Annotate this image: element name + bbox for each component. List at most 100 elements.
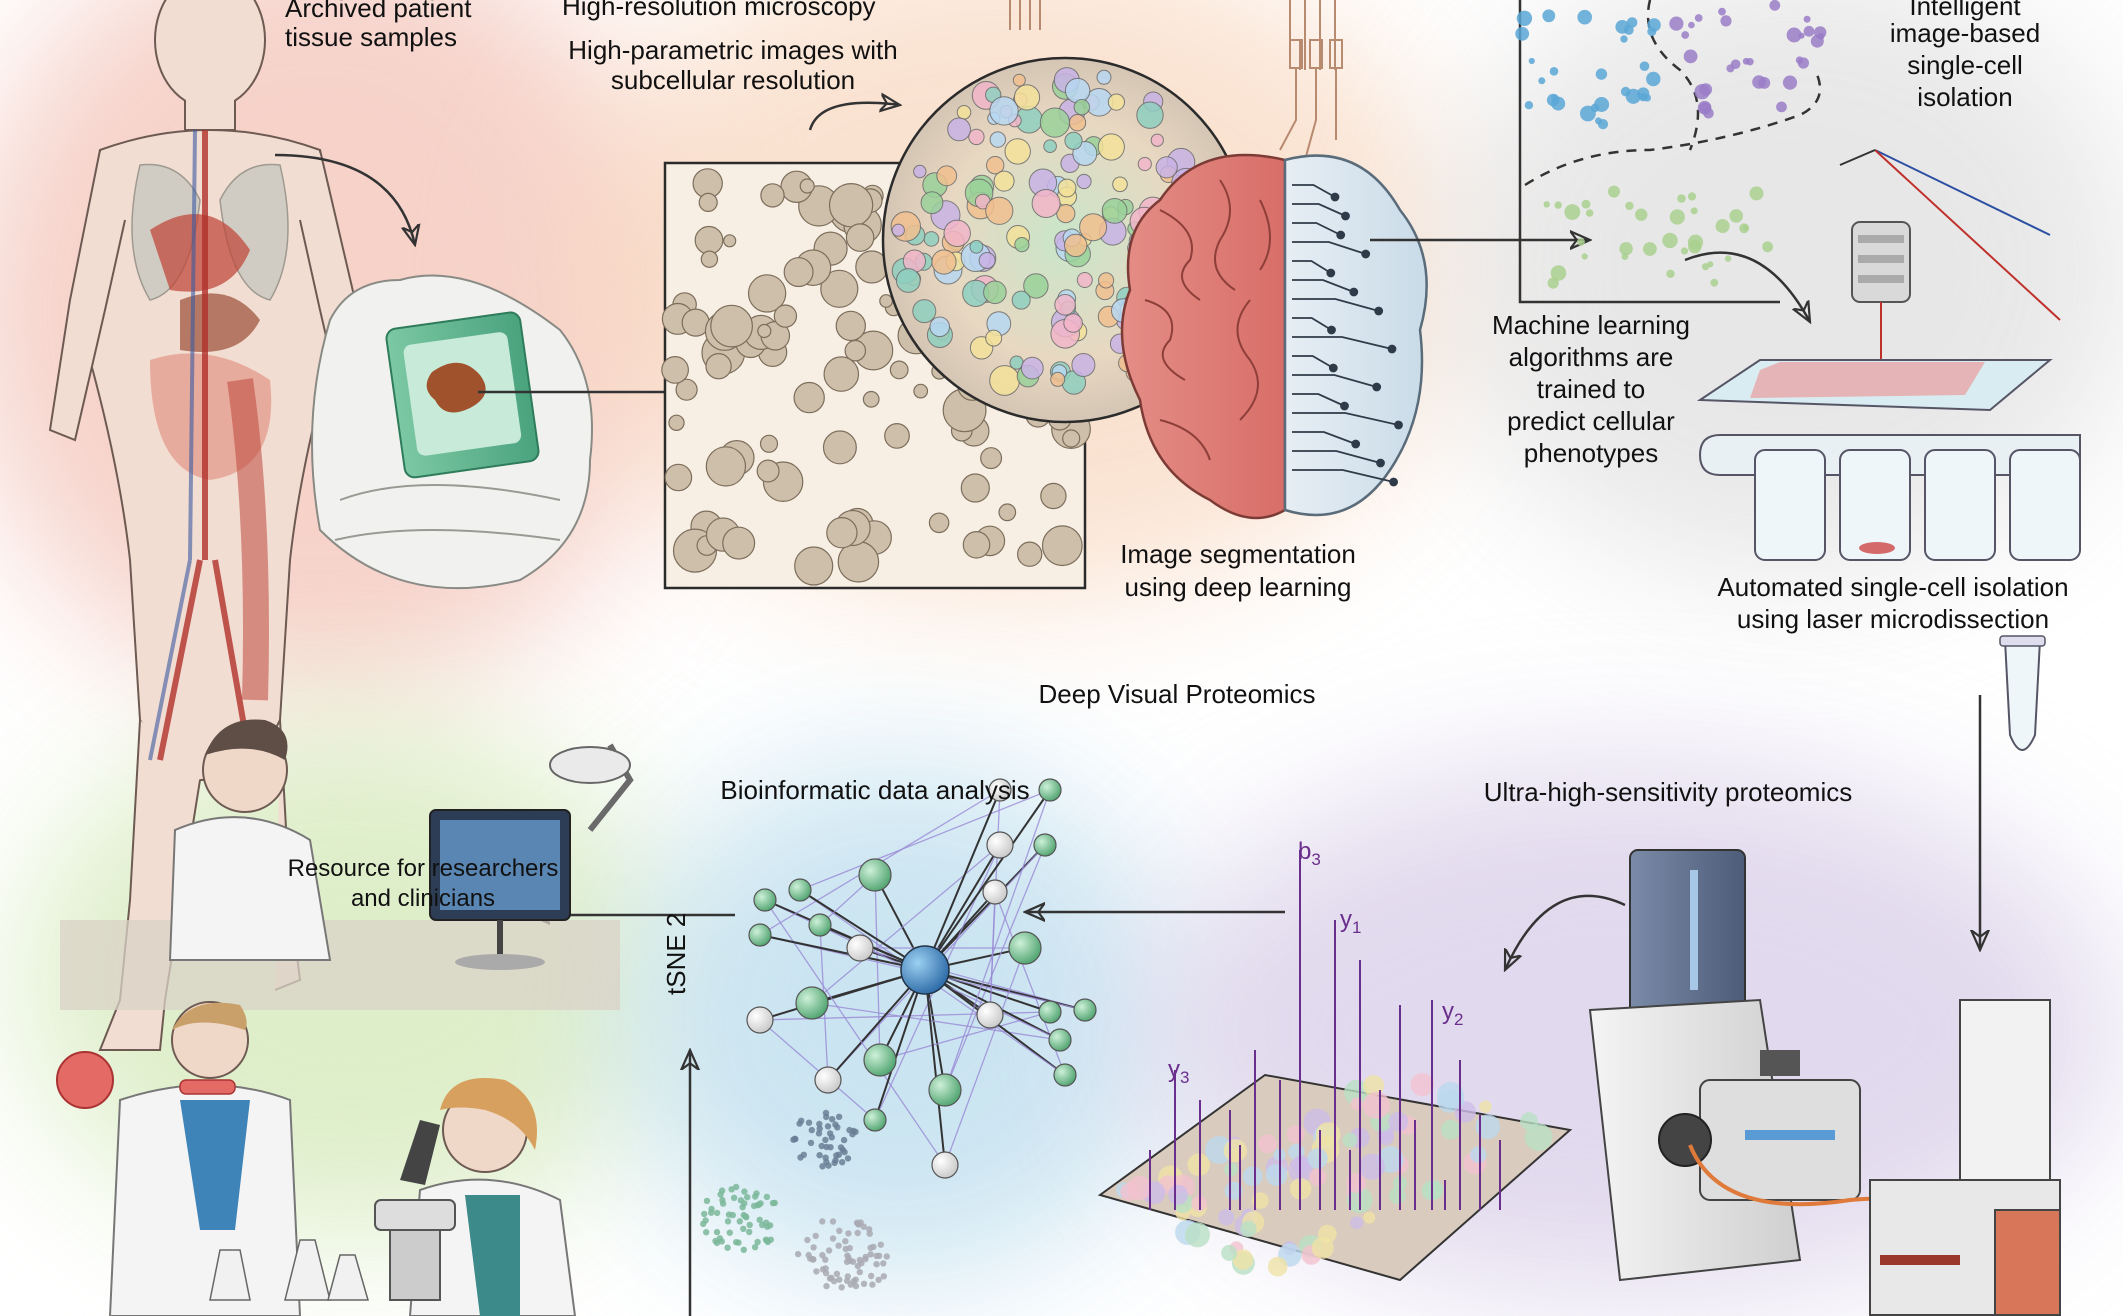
tsne-point-green — [742, 1213, 749, 1220]
label-tsne-axis: tSNE 2 — [661, 912, 691, 995]
tsne-point-gray — [819, 1218, 826, 1225]
scatter-point-green — [1677, 194, 1686, 203]
tissue-cluster — [828, 182, 874, 228]
tissue-cluster — [1062, 429, 1081, 448]
tsne-point-gray — [835, 1242, 842, 1249]
tissue-cluster — [668, 414, 685, 431]
tsne-point-gray — [812, 1232, 819, 1240]
tissue-tile — [1358, 1153, 1385, 1180]
segmented-cell — [1137, 156, 1152, 172]
tsne-point-green — [713, 1209, 721, 1217]
tsne-point-gray — [873, 1261, 880, 1268]
tsne-point-gray — [867, 1244, 874, 1252]
tsne-point-green — [701, 1210, 708, 1218]
tissue-tile — [1388, 1111, 1409, 1132]
segmented-cell — [1064, 77, 1091, 104]
scatter-point-purple — [1681, 31, 1690, 39]
segmented-cell — [1076, 173, 1092, 190]
tsne-point-slate — [835, 1151, 843, 1158]
ion-label-y3: y3 — [1168, 1056, 1190, 1087]
scatter-point-purple — [1782, 75, 1798, 90]
tissue-cluster — [705, 446, 747, 487]
arrow-ml-to-isolation — [1684, 251, 1810, 322]
tissue-tile — [1252, 1192, 1269, 1209]
segmented-cell — [1063, 313, 1083, 333]
tissue-tile — [1479, 1100, 1492, 1113]
sample-tube — [1999, 635, 2046, 751]
tissue-tile — [1410, 1073, 1434, 1097]
tsne-point-slate — [849, 1131, 856, 1138]
tsne-point-slate — [816, 1152, 823, 1159]
scatter-point-purple — [1810, 34, 1824, 48]
tsne-point-green — [726, 1229, 733, 1236]
network-node — [863, 1108, 887, 1132]
segmented-cell — [1050, 371, 1066, 387]
segmented-cell — [1064, 233, 1088, 258]
tsne-point-green — [741, 1200, 748, 1207]
scatter-point-blue — [1524, 101, 1534, 110]
label-ml-line2: algorithms are — [1508, 342, 1674, 372]
tissue-cluster — [698, 192, 718, 212]
network-edge — [759, 934, 926, 971]
segmented-cell — [1020, 356, 1044, 380]
tissue-tile — [1292, 1155, 1311, 1174]
tsne-point-slate — [825, 1162, 832, 1169]
tissue-tile — [1232, 1249, 1254, 1270]
circuit-trace — [1292, 298, 1379, 312]
network-node — [753, 888, 777, 912]
scatter-point-green — [1701, 263, 1710, 271]
circuit-trace — [1292, 203, 1346, 217]
tsne-point-gray — [880, 1260, 887, 1267]
scatter-point-blue — [1546, 93, 1560, 107]
tsne-point-slate — [824, 1123, 832, 1130]
tissue-tile — [1363, 1091, 1390, 1119]
circuit-trace — [1292, 355, 1334, 369]
scatter-point-blue — [1538, 77, 1546, 85]
segmented-cell — [895, 268, 921, 293]
tissue-tile — [1524, 1123, 1553, 1152]
tsne-point-slate — [816, 1125, 823, 1132]
tsne-point-green — [713, 1228, 721, 1236]
tissue-tile — [1350, 1216, 1364, 1230]
segmented-cell — [993, 170, 1015, 192]
tissue-cluster — [1041, 525, 1083, 567]
network-node — [858, 858, 892, 892]
segmented-cell — [985, 196, 1014, 225]
tsne-point-green — [750, 1202, 758, 1210]
tissue-tile — [1311, 1236, 1334, 1259]
circuit-node — [1361, 249, 1371, 259]
tsne-point-slate — [805, 1119, 813, 1126]
tsne-point-gray — [854, 1220, 862, 1227]
network-edge — [799, 789, 1051, 891]
tsne-point-slate — [834, 1124, 841, 1131]
tsne-point-slate — [808, 1126, 815, 1134]
tissue-cluster — [962, 530, 991, 559]
scatter-point-green — [1680, 247, 1689, 255]
tissue-tile — [1168, 1184, 1188, 1205]
arrow-patient-to-slide — [274, 153, 415, 245]
tissue-cluster — [889, 360, 909, 380]
label-hp-images-line1: High-parametric images with — [568, 35, 898, 65]
arrow-ms-to-spectrum — [1503, 894, 1626, 970]
tissue-tile — [1520, 1112, 1538, 1131]
network-edge — [924, 969, 946, 1166]
segmented-cell — [1150, 133, 1164, 147]
segmented-cell — [1097, 133, 1125, 161]
segmented-cell — [1011, 290, 1031, 310]
tsne-point-slate — [839, 1159, 846, 1166]
circuit-trace — [1292, 450, 1381, 464]
tsne-point-slate — [844, 1155, 852, 1162]
tissue-cluster — [822, 430, 857, 465]
segmented-cell — [923, 231, 940, 247]
scatter-point-purple — [1703, 108, 1714, 119]
scatter-point-blue — [1625, 88, 1641, 104]
scatter-point-purple — [1797, 57, 1809, 69]
segmented-cell — [947, 117, 971, 142]
tissue-cluster — [694, 225, 724, 255]
tissue-cluster — [756, 459, 780, 483]
tissue-tile — [1267, 1256, 1288, 1277]
tsne-point-green — [703, 1197, 711, 1205]
network-edge — [924, 789, 1051, 971]
circuit-node — [1372, 382, 1382, 392]
